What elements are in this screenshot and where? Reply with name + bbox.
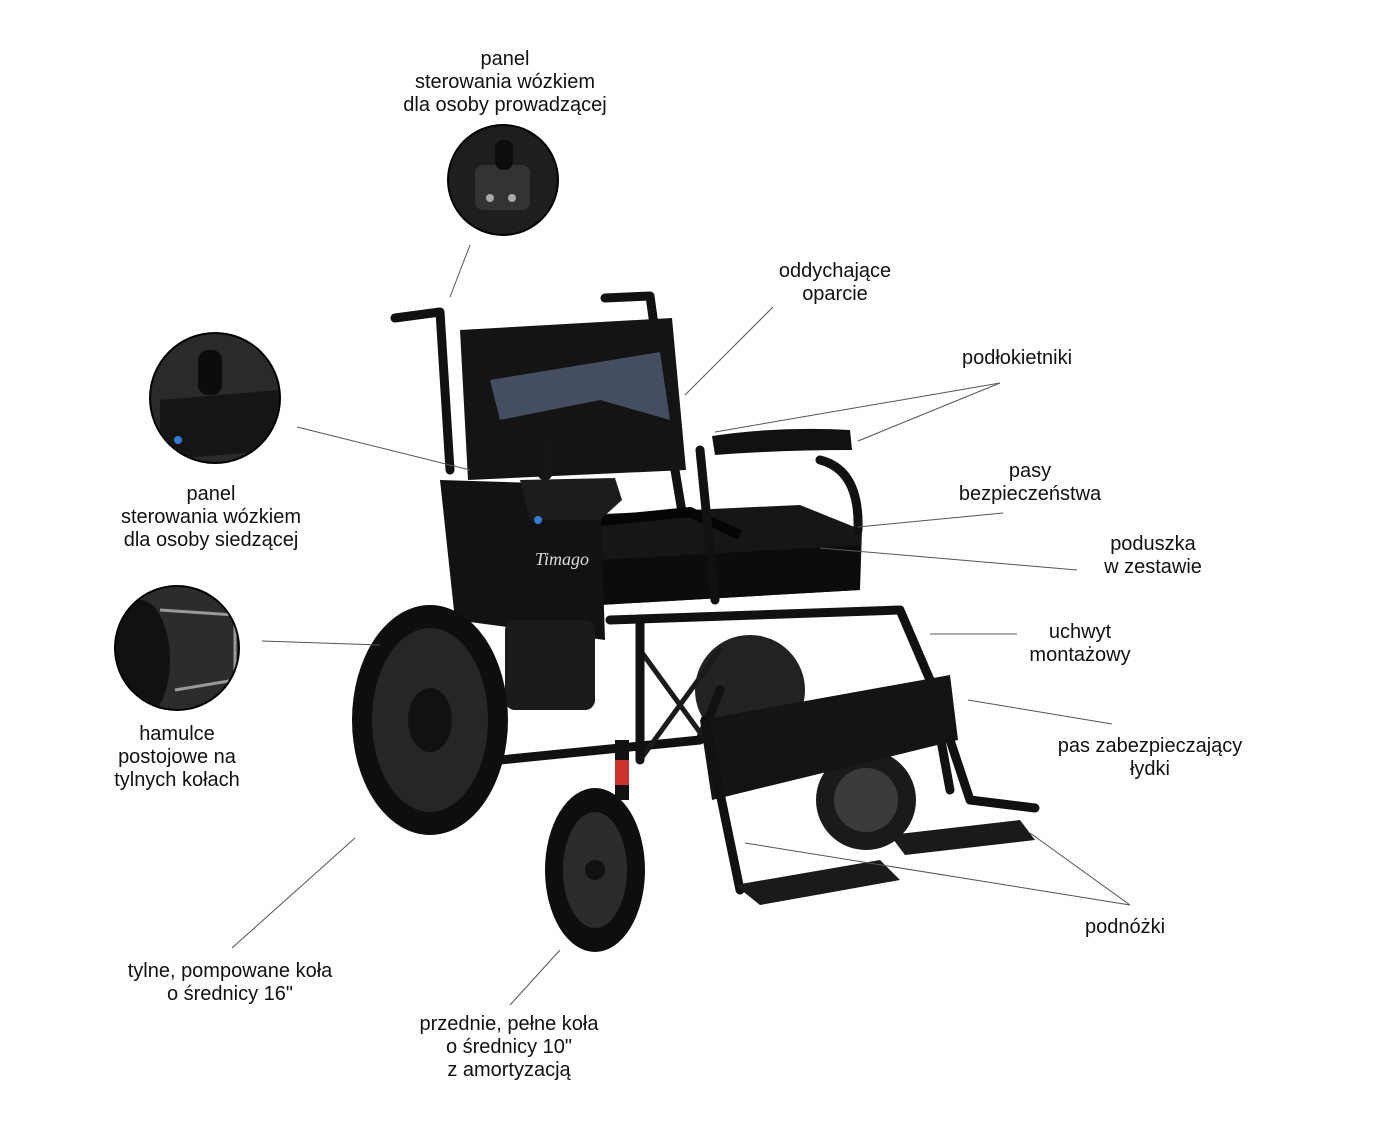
label-line: o średnicy 16" — [167, 983, 293, 1005]
label-line: poduszka — [1110, 533, 1196, 555]
label-brakes: hamulce postojowe na tylnych kołach — [114, 723, 240, 791]
inset-attendant-panel — [447, 124, 559, 236]
leader-lines — [231, 244, 1131, 1006]
label-calf-strap: pas zabezpieczający łydki — [1058, 735, 1243, 780]
label-line: tylne, pompowane koła — [128, 960, 333, 982]
label-line: oddychające — [779, 260, 891, 282]
inset-brakes — [114, 585, 240, 711]
joystick-controller — [520, 478, 622, 520]
footrest-right — [890, 820, 1035, 855]
label-line: o średnicy 10" — [446, 1036, 572, 1058]
label-line: tylnych kołach — [114, 769, 240, 791]
label-armrests: podłokietniki — [962, 347, 1072, 369]
label-backrest: oddychające oparcie — [779, 260, 891, 305]
front-caster — [545, 740, 645, 952]
label-line: z amortyzacją — [447, 1059, 571, 1081]
label-attendant-panel: panel sterowania wózkiem dla osoby prowa… — [403, 48, 606, 116]
label-line: montażowy — [1029, 644, 1130, 666]
backrest-mesh — [490, 352, 670, 420]
label-line: bezpieczeństwa — [959, 483, 1102, 505]
label-line: panel — [187, 483, 236, 505]
label-footrests: podnóżki — [1085, 916, 1165, 938]
label-line: dla osoby prowadzącej — [403, 94, 606, 116]
label-line: łydki — [1130, 758, 1170, 780]
label-cushion: poduszka w zestawie — [1103, 533, 1202, 578]
label-front-wheels: przednie, pełne koła o średnicy 10" z am… — [419, 1013, 599, 1081]
label-line: pasy — [1009, 460, 1051, 482]
label-mount: uchwyt montażowy — [1029, 621, 1130, 666]
label-line: dla osoby siedzącej — [124, 529, 299, 551]
label-line: podnóżki — [1085, 916, 1165, 938]
label-line: podłokietniki — [962, 347, 1072, 369]
armrest — [712, 428, 852, 455]
label-line: pas zabezpieczający — [1058, 735, 1243, 757]
inset-user-panel — [149, 332, 281, 464]
label-line: sterowania wózkiem — [415, 71, 595, 93]
calf-strap — [700, 675, 958, 800]
label-line: w zestawie — [1103, 556, 1202, 578]
label-belts: pasy bezpieczeństwa — [959, 460, 1102, 505]
label-user-panel: panel sterowania wózkiem dla osoby siedz… — [121, 483, 301, 551]
footrest-left — [735, 860, 900, 905]
label-line: panel — [481, 48, 530, 70]
wheelchair-illustration: Timago — [352, 291, 1040, 952]
label-line: postojowe na — [118, 746, 237, 768]
label-line: uchwyt — [1049, 621, 1112, 643]
brand-logo: Timago — [535, 549, 589, 569]
label-line: sterowania wózkiem — [121, 506, 301, 528]
rear-wheel — [352, 605, 508, 835]
label-line: hamulce — [139, 723, 215, 745]
label-line: przednie, pełne koła — [419, 1013, 599, 1035]
label-line: oparcie — [802, 283, 868, 305]
label-rear-wheels: tylne, pompowane koła o średnicy 16" — [128, 960, 333, 1005]
